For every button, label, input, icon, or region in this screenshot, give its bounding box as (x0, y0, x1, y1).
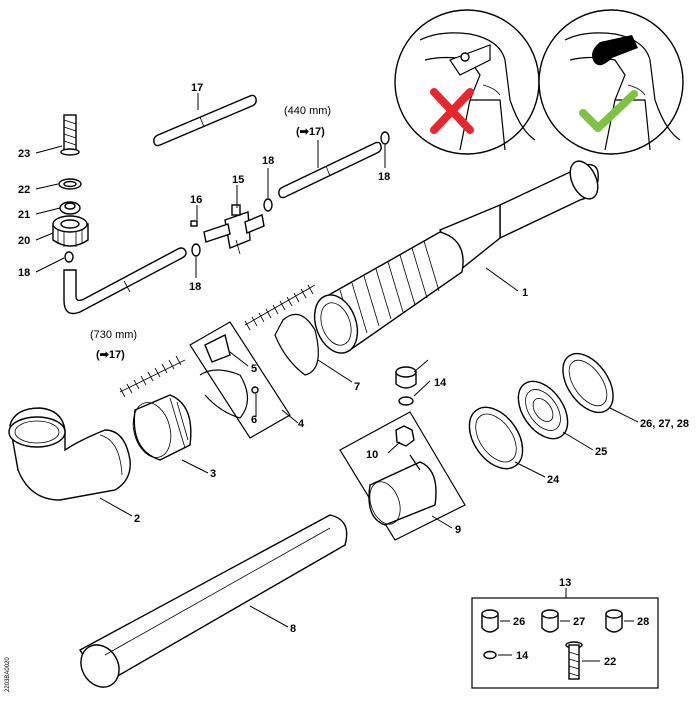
callout-18-mid: 18 (262, 155, 274, 167)
hose-1 (313, 160, 599, 354)
collar-3 (132, 394, 192, 461)
knob-26-28 (395, 366, 417, 389)
knob-10 (395, 425, 415, 447)
side-code: 2203BA0020 (5, 657, 11, 692)
washer-14 (398, 396, 414, 406)
callout-24: 25 (595, 446, 607, 458)
callout-9: 9 (455, 524, 461, 536)
callout-7: 7 (354, 381, 360, 393)
callout-labels: 17 15 16 18 18 18 23 22 21 20 18 1 7 5 6… (18, 82, 689, 668)
tube-17-440 (278, 141, 382, 199)
dimension-labels: (440 mm) (➡17) (730 mm) (➡17) (90, 105, 331, 361)
leader-lines (35, 93, 639, 662)
callout-19: 20 (18, 235, 30, 247)
screw-16 (190, 220, 198, 227)
inset-correct (538, 9, 684, 155)
kit-label-28: 28 (637, 616, 649, 628)
kit-screw-22 (565, 641, 583, 680)
callout-10: 10 (366, 449, 378, 461)
clip-18-upper-right (380, 131, 390, 145)
clip-18-mid (263, 198, 273, 212)
spring-7 (244, 284, 319, 376)
red-x-icon (430, 88, 474, 134)
callout-20: 21 (18, 209, 30, 221)
dimension-730: (730 mm) (90, 329, 137, 341)
screen-23 (468, 406, 524, 470)
clip-18-lower (191, 243, 201, 257)
clip-18-left (64, 251, 74, 263)
kit-washer-14 (483, 650, 497, 660)
dimension-440-ref: (➡17) (296, 126, 325, 138)
tube-8 (79, 514, 348, 688)
dimension-440: (440 mm) (284, 105, 331, 117)
callout-8: 8 (290, 623, 296, 635)
screen-24 (517, 380, 569, 440)
callout-25: 26, 27, 28 (640, 418, 689, 430)
callout-4: 4 (298, 418, 305, 430)
callout-18-right: 18 (378, 171, 390, 183)
tube-17-straight (153, 94, 257, 147)
dimension-730-ref: (➡17) (96, 349, 125, 361)
callout-22: 23 (18, 148, 30, 160)
kit-13-box (471, 588, 659, 689)
callout-1: 1 (522, 287, 528, 299)
callout-21: 22 (18, 184, 30, 196)
callout-16: 16 (190, 194, 202, 206)
grommet-20 (59, 201, 81, 215)
kit-label-14: 14 (516, 650, 529, 662)
callout-6: 6 (251, 414, 257, 426)
screen-25 (562, 352, 614, 414)
kit-label-27: 27 (573, 616, 585, 628)
green-check-icon (579, 90, 638, 132)
callout-13: 13 (559, 577, 571, 589)
callout-18-left: 18 (18, 267, 30, 279)
callout-3: 3 (210, 468, 216, 480)
nut-19 (52, 215, 89, 247)
callout-15: 15 (232, 174, 244, 186)
callout-23: 24 (547, 474, 560, 486)
kit-knob-28 (605, 609, 623, 633)
elbow-2 (8, 407, 131, 501)
callout-18-lower: 18 (189, 281, 201, 293)
kit-knob-26 (481, 609, 499, 633)
kit-knob-27 (541, 609, 559, 633)
kit-label-26: 26 (513, 616, 525, 628)
clamp-4-group (189, 321, 291, 439)
adapter-9-group (339, 411, 466, 541)
valve-15 (203, 204, 265, 255)
callout-14: 14 (434, 377, 447, 389)
screw-22 (60, 114, 80, 156)
kit-label-22: 22 (604, 656, 616, 668)
callout-5: 5 (251, 363, 257, 375)
spring-5 (119, 355, 186, 398)
washer-21 (58, 178, 82, 190)
tube-17-730-bent (63, 247, 187, 315)
callout-17-top: 17 (191, 82, 203, 94)
inset-incorrect (394, 9, 540, 155)
callout-2: 2 (134, 513, 140, 525)
